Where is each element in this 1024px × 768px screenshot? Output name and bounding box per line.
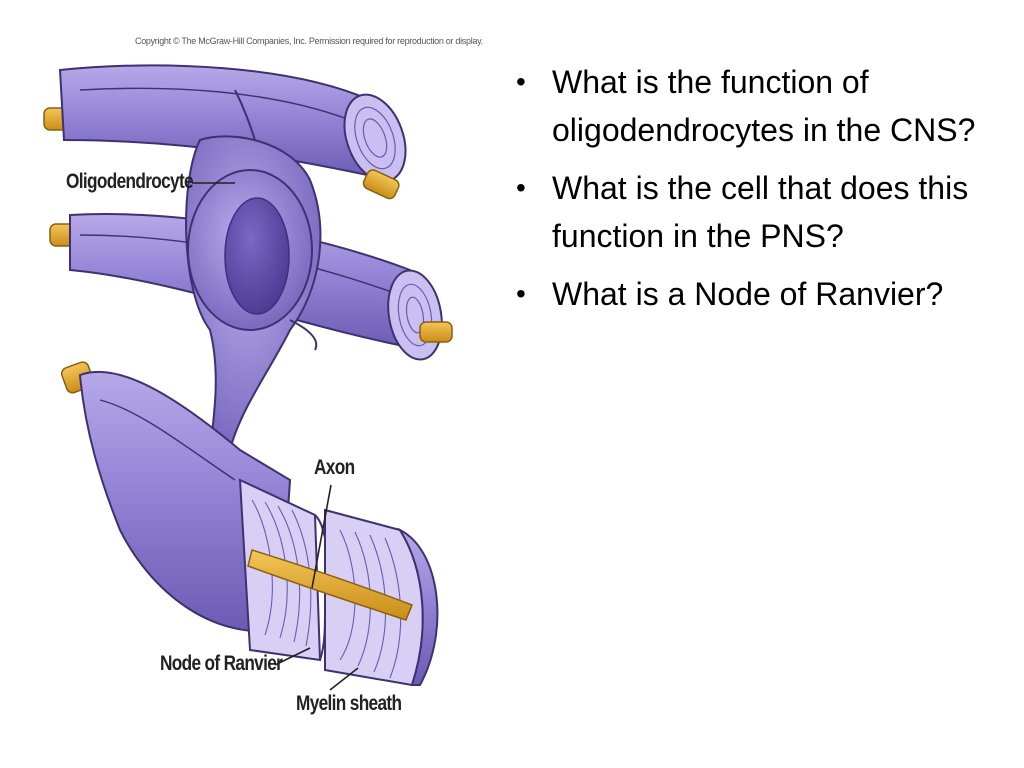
bullet-text: What is the cell that does this function… <box>552 170 969 254</box>
oligodendrocyte-cell-body <box>185 89 322 451</box>
bullet-item: • What is a Node of Ranvier? <box>508 270 998 318</box>
upper-myelin-segment <box>43 64 407 200</box>
copyright-notice: Copyright © The McGraw-Hill Companies, I… <box>135 36 483 46</box>
label-oligodendrocyte: Oligodendrocyte <box>66 170 194 193</box>
axon-core <box>247 549 413 621</box>
bullet-marker: • <box>516 66 526 97</box>
bullet-marker: • <box>516 278 526 309</box>
diagram-illustration <box>43 64 453 691</box>
label-node-of-ranvier: Node of Ranvier <box>160 652 283 675</box>
label-axon: Axon <box>314 456 355 479</box>
bullet-item: • What is the cell that does this functi… <box>508 164 998 260</box>
bullet-text: What is a Node of Ranvier? <box>552 276 944 312</box>
lower-myelin-segment <box>60 361 439 687</box>
label-myelin-sheath: Myelin sheath <box>296 692 402 715</box>
bullet-marker: • <box>516 172 526 203</box>
question-list: • What is the function of oligodendrocyt… <box>508 58 998 328</box>
nucleus <box>224 197 290 315</box>
bullet-text: What is the function of oligodendrocytes… <box>552 64 976 148</box>
oligodendrocyte-diagram: Copyright © The McGraw-Hill Companies, I… <box>40 30 483 730</box>
bullet-item: • What is the function of oligodendrocyt… <box>508 58 998 154</box>
